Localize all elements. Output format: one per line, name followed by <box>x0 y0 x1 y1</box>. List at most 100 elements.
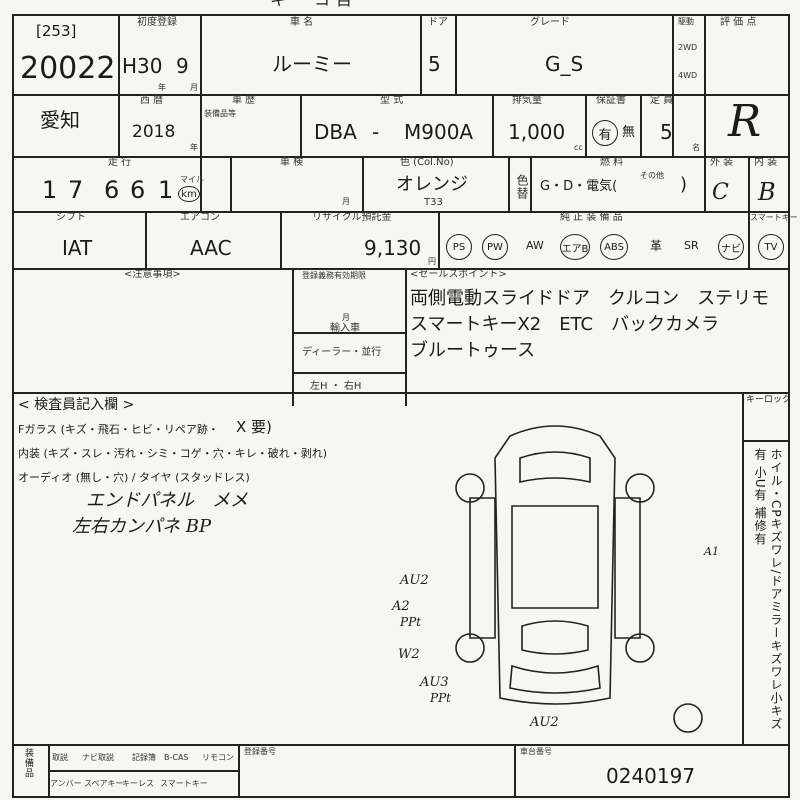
displacement-unit: cc <box>574 143 583 152</box>
rule <box>742 440 790 442</box>
handle-side: 左H ・ 右H <box>310 381 362 392</box>
rule <box>438 211 440 268</box>
year-label: 西 暦 <box>140 95 164 106</box>
rating-value: R <box>728 96 762 147</box>
mark-ppt-2: PPt <box>430 691 451 705</box>
rule <box>200 94 202 156</box>
fuel-label: 燃 料 <box>600 157 624 168</box>
option-ps: PS <box>446 234 472 260</box>
option-aw: AW <box>526 239 544 252</box>
warranty-label: 保証書 <box>596 95 626 106</box>
rule <box>742 392 744 744</box>
rule <box>405 268 407 406</box>
mileage-label: 走 行 <box>108 157 132 168</box>
option-airbag: エアB <box>560 234 590 260</box>
reg-no-label: 登録番号 <box>244 747 276 756</box>
year-value: 2018 <box>132 122 176 142</box>
interior-value: B <box>758 178 776 206</box>
model-label: 型 式 <box>380 95 404 106</box>
capacity-value: 5 <box>660 120 673 144</box>
item-keyless: キーレス <box>122 779 154 788</box>
option-ps-text: PS <box>452 241 466 253</box>
rule <box>230 156 232 211</box>
mileage-digit-5: 1 <box>158 176 174 204</box>
registration-month: 9 <box>176 54 189 78</box>
drive-4wd: 4WD <box>678 71 698 80</box>
options-label: 純 正 装 備 品 <box>560 212 623 223</box>
option-pw-text: PW <box>487 241 503 253</box>
equip-label: 装備品 <box>23 748 33 778</box>
item-bcas: B-CAS <box>164 753 189 762</box>
year-unit-2: 年 <box>190 143 198 152</box>
color-label: 色 (Col.No) <box>400 157 454 168</box>
side-remarks: ホイル・CPキズワレ/ドアミラーキズワレ小キズ有 小U有 補修有 <box>753 448 783 731</box>
chassis-value: 0240197 <box>606 764 696 788</box>
hand-note-2: 左右カンパネ BP <box>72 516 212 537</box>
warranty-yes: 有 <box>592 120 618 146</box>
rule <box>492 94 494 156</box>
item-manual: 取説 <box>52 753 68 762</box>
mileage-digit-3: 6 <box>104 176 120 204</box>
rule <box>292 372 406 374</box>
rule <box>292 332 406 334</box>
mark-w2: W2 <box>398 647 420 662</box>
rule <box>704 156 706 211</box>
option-leather: 革 <box>650 239 663 253</box>
mark-au2-top: AU2 <box>400 573 429 588</box>
fuel-value: G・D・電気( <box>540 179 618 194</box>
rule <box>12 156 790 158</box>
doors-label: ドア <box>428 17 448 28</box>
item-smart-key: スマートキー <box>160 779 208 788</box>
displacement-label: 排気量 <box>512 95 542 106</box>
plate-label: 車 歴 <box>232 95 256 106</box>
interior-note: 内装 (キズ・スレ・汚れ・シミ・コゲ・穴・キレ・破れ・剥れ) <box>18 447 328 460</box>
rule <box>12 392 790 394</box>
option-tv-text: TV <box>764 241 778 253</box>
mileage-unit-top: マイル <box>180 175 204 184</box>
rule <box>12 211 790 213</box>
notes-label: <注意事項> <box>124 269 181 280</box>
mark-a2: A2 <box>392 599 410 614</box>
interior-label: 内 装 <box>754 157 778 168</box>
mileage-digit-1: 1 <box>42 176 58 204</box>
option-navi: ナビ <box>718 234 744 260</box>
rule <box>514 744 516 798</box>
option-navi-text: ナビ <box>721 243 741 255</box>
inspector-label: < 検査員記入欄 > <box>18 397 135 413</box>
item-navi-manual: ナビ取説 <box>82 753 114 762</box>
shift-label: シフト <box>56 212 86 223</box>
rule <box>238 744 240 798</box>
rule <box>420 14 422 94</box>
smartkey-label: スマートキー <box>750 213 798 222</box>
car-name: ルーミー <box>272 52 352 76</box>
month-unit: 月 <box>190 83 198 92</box>
rule <box>145 211 147 268</box>
color-code: T33 <box>424 197 443 208</box>
doors-value: 5 <box>428 52 441 76</box>
color-value: オレンジ <box>396 174 468 195</box>
keylock-label: キーロック <box>746 395 792 405</box>
rule <box>200 156 202 211</box>
model-prefix: DBA <box>314 120 357 144</box>
option-pw: PW <box>482 234 508 260</box>
hand-note-1: エンドパネル メメ <box>86 490 248 511</box>
mileage-unit: km <box>178 186 200 202</box>
item-remote: リモコン <box>202 753 234 762</box>
registration-era: H30 <box>122 54 163 78</box>
rule <box>748 211 750 268</box>
mark-au2-bottom: AU2 <box>530 715 559 730</box>
grade-label: グレード <box>530 17 570 28</box>
rule <box>12 796 790 798</box>
header-fragment: キーコ目 <box>270 0 358 8</box>
capacity-label: 定 員 <box>650 95 674 106</box>
fuel-close: ) <box>680 174 688 195</box>
mileage-digit-2: 7 <box>68 176 84 204</box>
item-record: 記録簿 <box>132 753 156 762</box>
rule <box>300 94 302 156</box>
exterior-label: 外 装 <box>710 157 734 168</box>
option-abs-text: ABS <box>604 241 624 253</box>
rule <box>200 14 202 94</box>
car-name-label: 車 名 <box>290 17 314 28</box>
mark-ppt-1: PPt <box>400 615 421 629</box>
shift-value: IAT <box>62 236 93 260</box>
